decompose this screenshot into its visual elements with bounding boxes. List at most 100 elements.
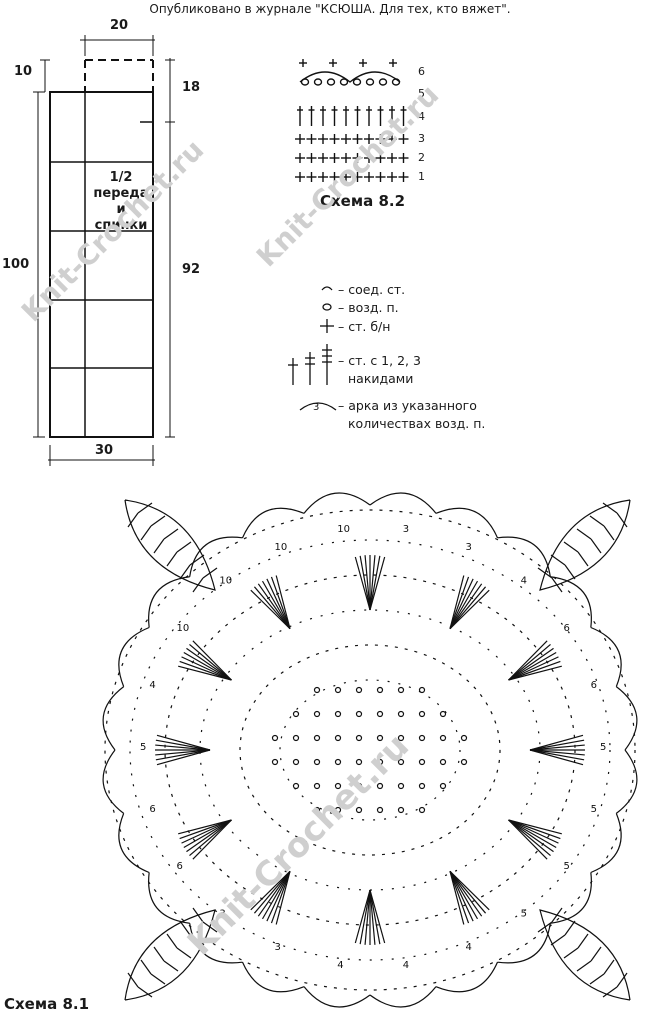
piece-label: 1/2 переда и спинки	[86, 170, 156, 234]
legend-arch-1: – арка из указанного	[338, 398, 477, 413]
corner-stitch	[602, 986, 618, 998]
dim-left-total: 100	[2, 257, 30, 272]
motif-round	[104, 509, 636, 991]
chain-symbol	[313, 78, 323, 86]
chain-symbol	[313, 686, 321, 694]
corner-stitch	[150, 973, 166, 985]
fan-stitch	[508, 819, 562, 835]
fan-stitch	[179, 660, 232, 681]
chain-symbol	[418, 734, 426, 742]
arch-number-label: 6	[149, 804, 155, 815]
fan-stitch	[508, 819, 554, 853]
row-number-1: 1	[418, 170, 425, 183]
chain-symbol	[376, 734, 384, 742]
fan-stitch	[186, 647, 232, 681]
fan-stitch	[449, 578, 474, 630]
fan-stitch	[369, 555, 376, 611]
fan-stitch	[449, 576, 470, 629]
scallop-arch	[497, 923, 551, 964]
fan-stitch	[250, 870, 291, 911]
fan-stitch	[192, 819, 232, 860]
chain-symbol	[352, 78, 362, 86]
arch-icon	[299, 402, 337, 411]
fan-stitch	[449, 871, 470, 924]
chain-symbol	[313, 758, 321, 766]
arch-number-label: 10	[219, 576, 232, 587]
fan-stitch	[257, 870, 291, 917]
chain-symbol	[292, 710, 300, 718]
chain-symbol	[439, 782, 447, 790]
fan-stitch	[449, 870, 490, 911]
chain-symbol	[355, 758, 363, 766]
arch-number-label: 4	[521, 576, 527, 587]
chain-symbol	[292, 758, 300, 766]
corner-stitch	[163, 528, 179, 540]
chain-symbol	[271, 758, 279, 766]
fan-stitch	[449, 870, 483, 917]
chain-symbol	[376, 806, 384, 814]
corner-stitch	[163, 960, 179, 972]
fan-stitch	[261, 870, 291, 920]
slip-stitch-icon	[321, 286, 333, 291]
fan-stitch	[369, 889, 386, 944]
corner-leaf	[124, 909, 216, 1001]
scallop-arch	[615, 749, 638, 814]
piece-label-line1: 1/2	[109, 170, 133, 185]
row-number-2: 2	[418, 151, 425, 164]
fan-stitch	[270, 576, 291, 629]
fan-stitch	[369, 889, 376, 945]
chain-symbol	[355, 686, 363, 694]
fan-stitch	[354, 556, 371, 611]
chain-symbol	[418, 710, 426, 718]
scallop-arch	[241, 961, 305, 993]
chain-symbol	[376, 758, 384, 766]
scallop-arch	[118, 626, 150, 687]
fan-stitch	[529, 749, 584, 766]
chain-symbol	[271, 734, 279, 742]
fan-stitch	[369, 555, 381, 611]
arch-number-label: 3	[466, 542, 472, 553]
corner-stitch	[576, 528, 592, 540]
fan-stitch	[364, 555, 371, 611]
motif-frame	[104, 479, 646, 1021]
chain-symbol	[439, 734, 447, 742]
scallop-arch	[550, 576, 592, 628]
row-number-4: 4	[418, 110, 425, 123]
corner-stitch	[589, 515, 605, 527]
legend-tall-stitch-2: накидами	[348, 371, 414, 386]
fan-stitch	[189, 643, 232, 681]
fan-stitch	[178, 665, 232, 681]
fan-stitch	[156, 734, 211, 751]
legend-slip-stitch: – соед. ст.	[338, 282, 406, 297]
corner-stitch	[576, 960, 592, 972]
corner-stitch	[537, 567, 553, 579]
chain-symbol	[365, 78, 375, 86]
arch-number-label: 3	[219, 908, 225, 919]
arch-number-label: 5	[563, 861, 569, 872]
fan-stitch	[266, 870, 291, 922]
fan-stitch	[359, 555, 371, 611]
fan-stitch	[508, 660, 561, 681]
motif-round	[279, 679, 461, 821]
chain-symbol	[418, 806, 426, 814]
fan-stitch	[449, 870, 474, 922]
corner-stitch	[150, 515, 166, 527]
fan-stitch	[189, 819, 232, 857]
scallop-arch	[102, 686, 125, 751]
arch-number-label: 5	[140, 742, 146, 753]
corner-stitch	[563, 947, 579, 959]
chain-symbol	[418, 758, 426, 766]
fan-stitch	[156, 749, 211, 766]
legend-tall-stitch-1: – ст. с 1, 2, 3	[338, 353, 421, 368]
chain-symbol	[334, 806, 342, 814]
arch-number-label: 6	[591, 680, 597, 691]
chain-symbol	[397, 806, 405, 814]
scallop-arch	[303, 492, 371, 514]
fan-stitch	[508, 819, 557, 849]
dim-right-total: 92	[182, 262, 201, 277]
fan-stitch	[192, 640, 232, 681]
chain-symbol	[334, 782, 342, 790]
corner-leaf	[124, 499, 216, 591]
chain-symbol	[439, 758, 447, 766]
fan-stitch	[508, 819, 548, 860]
